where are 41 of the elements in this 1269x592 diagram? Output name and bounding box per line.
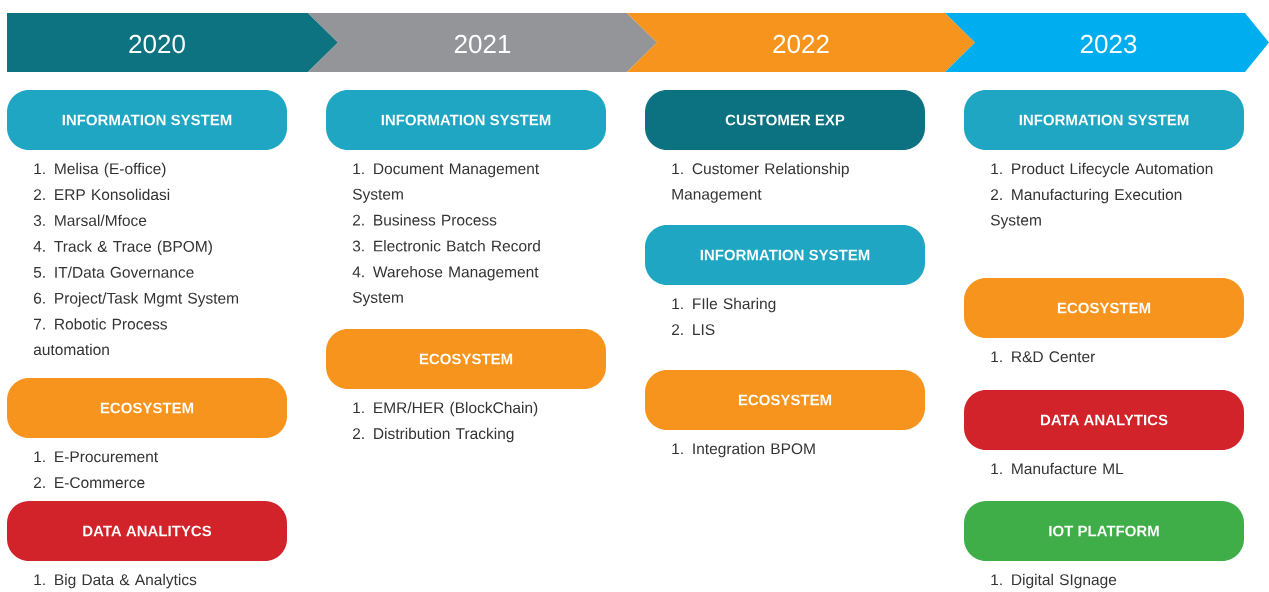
list-item: 2. ERP Konsolidasi xyxy=(34,188,170,201)
list-item: 1. Big Data & Analytics xyxy=(34,573,197,589)
list-item: 6. Project/Task Mgmt System xyxy=(34,292,238,307)
list-item: 2. E-Commerce xyxy=(34,477,145,489)
year-band: 2020 xyxy=(7,13,338,72)
list-item: 3. Marsal/Mfoce xyxy=(33,214,147,226)
list-item: 4. Track & Trace (BPOM) xyxy=(33,240,212,255)
category-pill: ECOSYSTEM xyxy=(645,370,925,430)
list-item: 5. IT/Data Governance xyxy=(33,266,194,278)
list-item: 1. E-Procurement xyxy=(34,451,158,463)
list-item: 1. Digital SIgnage xyxy=(991,573,1117,589)
list-item: 1. Document Management System xyxy=(352,163,539,203)
year-band: 2023 xyxy=(945,13,1269,72)
category-pill: CUSTOMER EXP xyxy=(645,90,925,150)
list-item: 1. Integration BPOM xyxy=(672,442,815,458)
category-pill: IOT PLATFORM xyxy=(964,501,1244,561)
list-item: 1. Melisa (E-office) xyxy=(34,162,166,178)
category-pill: INFORMATION SYSTEM xyxy=(964,90,1244,150)
list-item: 1. Customer Relationship Management xyxy=(672,162,849,203)
category-pill: DATA ANALITYCS xyxy=(7,501,287,561)
year-band: 2021 xyxy=(308,13,657,72)
list-item: 2. Manufacturing Execution System xyxy=(990,188,1182,229)
category-pill: ECOSYSTEM xyxy=(326,329,606,389)
list-item: 1. R&D Center xyxy=(991,351,1096,363)
list-item: 2. Distribution Tracking xyxy=(353,427,514,443)
category-pill: INFORMATION SYSTEM xyxy=(645,225,925,285)
list-item: 1. Manufacture ML xyxy=(991,462,1124,475)
list-item: 7. Robotic Process automation xyxy=(33,318,167,356)
list-item: 1. EMR/HER (BlockChain) xyxy=(353,401,538,417)
list-item: 4. Warehose Management System xyxy=(352,266,539,306)
list-item: 2. LIS xyxy=(672,324,715,336)
category-pill: INFORMATION SYSTEM xyxy=(326,90,606,150)
list-item: 2. Business Process xyxy=(353,214,497,226)
list-item: 1. FIle Sharing xyxy=(672,297,776,313)
category-pill: ECOSYSTEM xyxy=(7,378,287,438)
year-band: 2022 xyxy=(627,13,975,72)
category-pill: DATA ANALYTICS xyxy=(964,390,1244,450)
category-pill: INFORMATION SYSTEM xyxy=(7,90,287,150)
list-item: 3. Electronic Batch Record xyxy=(352,240,540,252)
category-pill: ECOSYSTEM xyxy=(964,278,1244,338)
list-item: 1. Product Lifecycle Automation xyxy=(991,162,1213,178)
